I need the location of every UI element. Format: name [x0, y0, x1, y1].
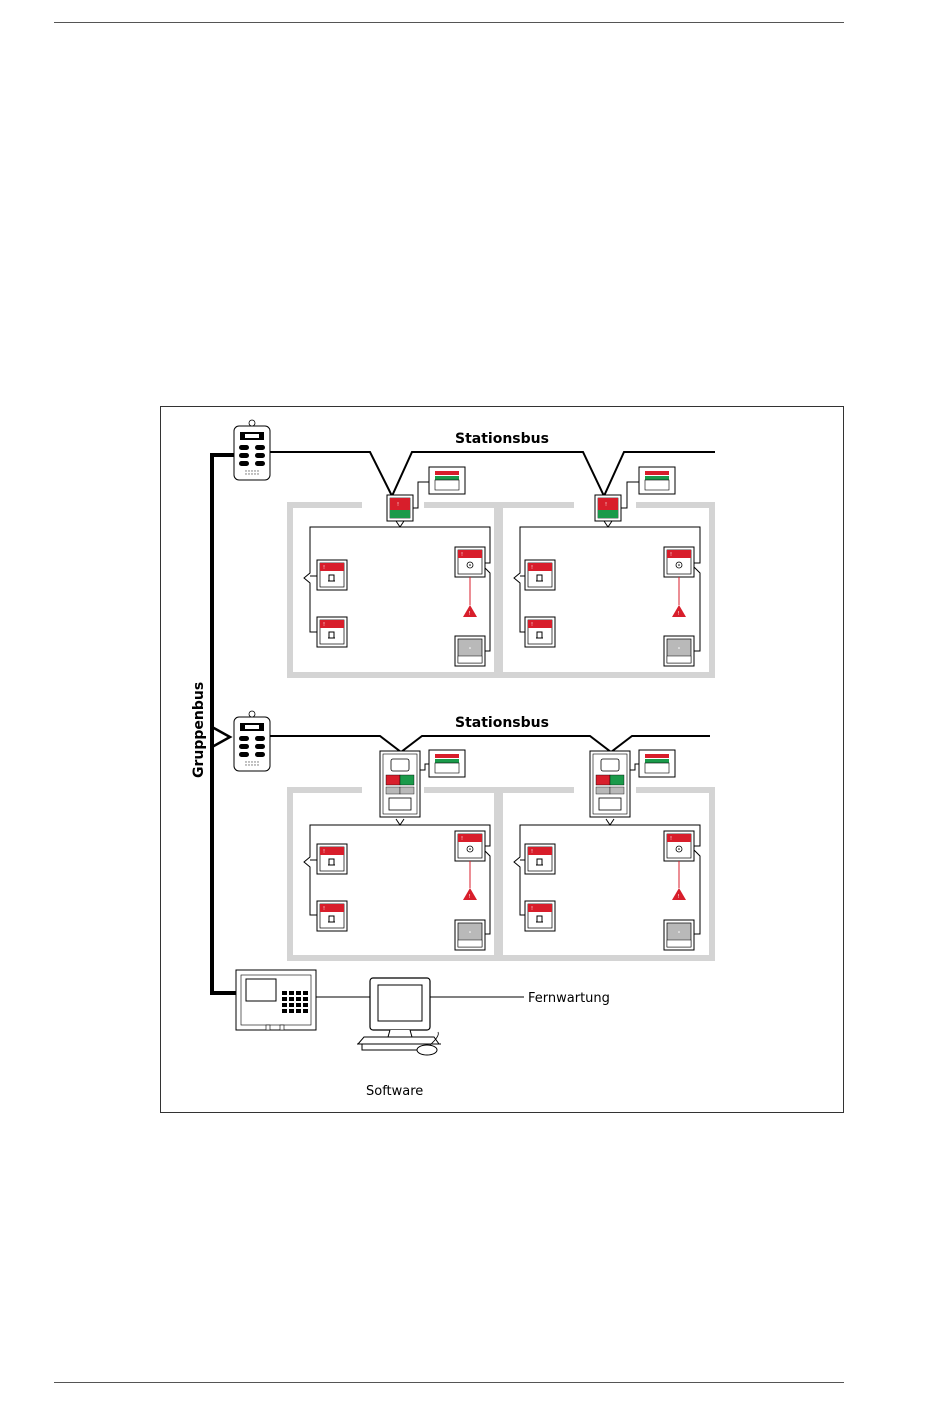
- display-panel-bottom-1-icon: [429, 750, 465, 777]
- wc-button-icon: [664, 920, 694, 950]
- call-button-icon: [664, 547, 694, 577]
- call-button-icon: [664, 831, 694, 861]
- call-button-icon: [455, 831, 485, 861]
- fernwartung-label: Fernwartung: [528, 991, 610, 1006]
- display-panel-bottom-2-icon: [639, 750, 675, 777]
- station-terminal-top-1-icon: [387, 495, 413, 521]
- station-terminal-bottom-2-icon: [590, 751, 630, 817]
- wc-button-icon: [455, 636, 485, 666]
- central-unit-icon: [236, 970, 316, 1030]
- room-terminal-icon: [317, 901, 347, 931]
- computer-icon: [357, 978, 441, 1055]
- pull-cord-icon: [672, 605, 686, 617]
- stationsbus-bottom-label: Stationsbus: [455, 715, 549, 731]
- stationsbus-top-label: Stationsbus: [455, 431, 549, 447]
- gruppenbus-label: Gruppenbus: [191, 682, 207, 778]
- room-terminal-icon: [525, 844, 555, 874]
- station-terminal-top-2-icon: [595, 495, 621, 521]
- room-terminal-icon: [317, 560, 347, 590]
- room-terminal-icon: [525, 901, 555, 931]
- station-terminal-bottom-1-icon: [380, 751, 420, 817]
- room-terminal-icon: [525, 617, 555, 647]
- gruppenbus-joint: [212, 727, 230, 747]
- display-panel-top-2-icon: [639, 467, 675, 494]
- gruppenbus-line: [212, 455, 236, 993]
- display-panel-top-1-icon: [429, 467, 465, 494]
- call-button-icon: [455, 547, 485, 577]
- wc-button-icon: [455, 920, 485, 950]
- room-terminal-icon: [525, 560, 555, 590]
- pull-cord-icon: [463, 605, 477, 617]
- software-label: Software: [366, 1084, 423, 1099]
- pull-cord-icon: [672, 888, 686, 900]
- group-controller-bottom-icon: [234, 711, 270, 771]
- pull-cord-icon: [463, 888, 477, 900]
- group-controller-top-icon: [234, 420, 270, 480]
- wc-button-icon: [664, 636, 694, 666]
- room-terminal-icon: [317, 844, 347, 874]
- room-terminal-icon: [317, 617, 347, 647]
